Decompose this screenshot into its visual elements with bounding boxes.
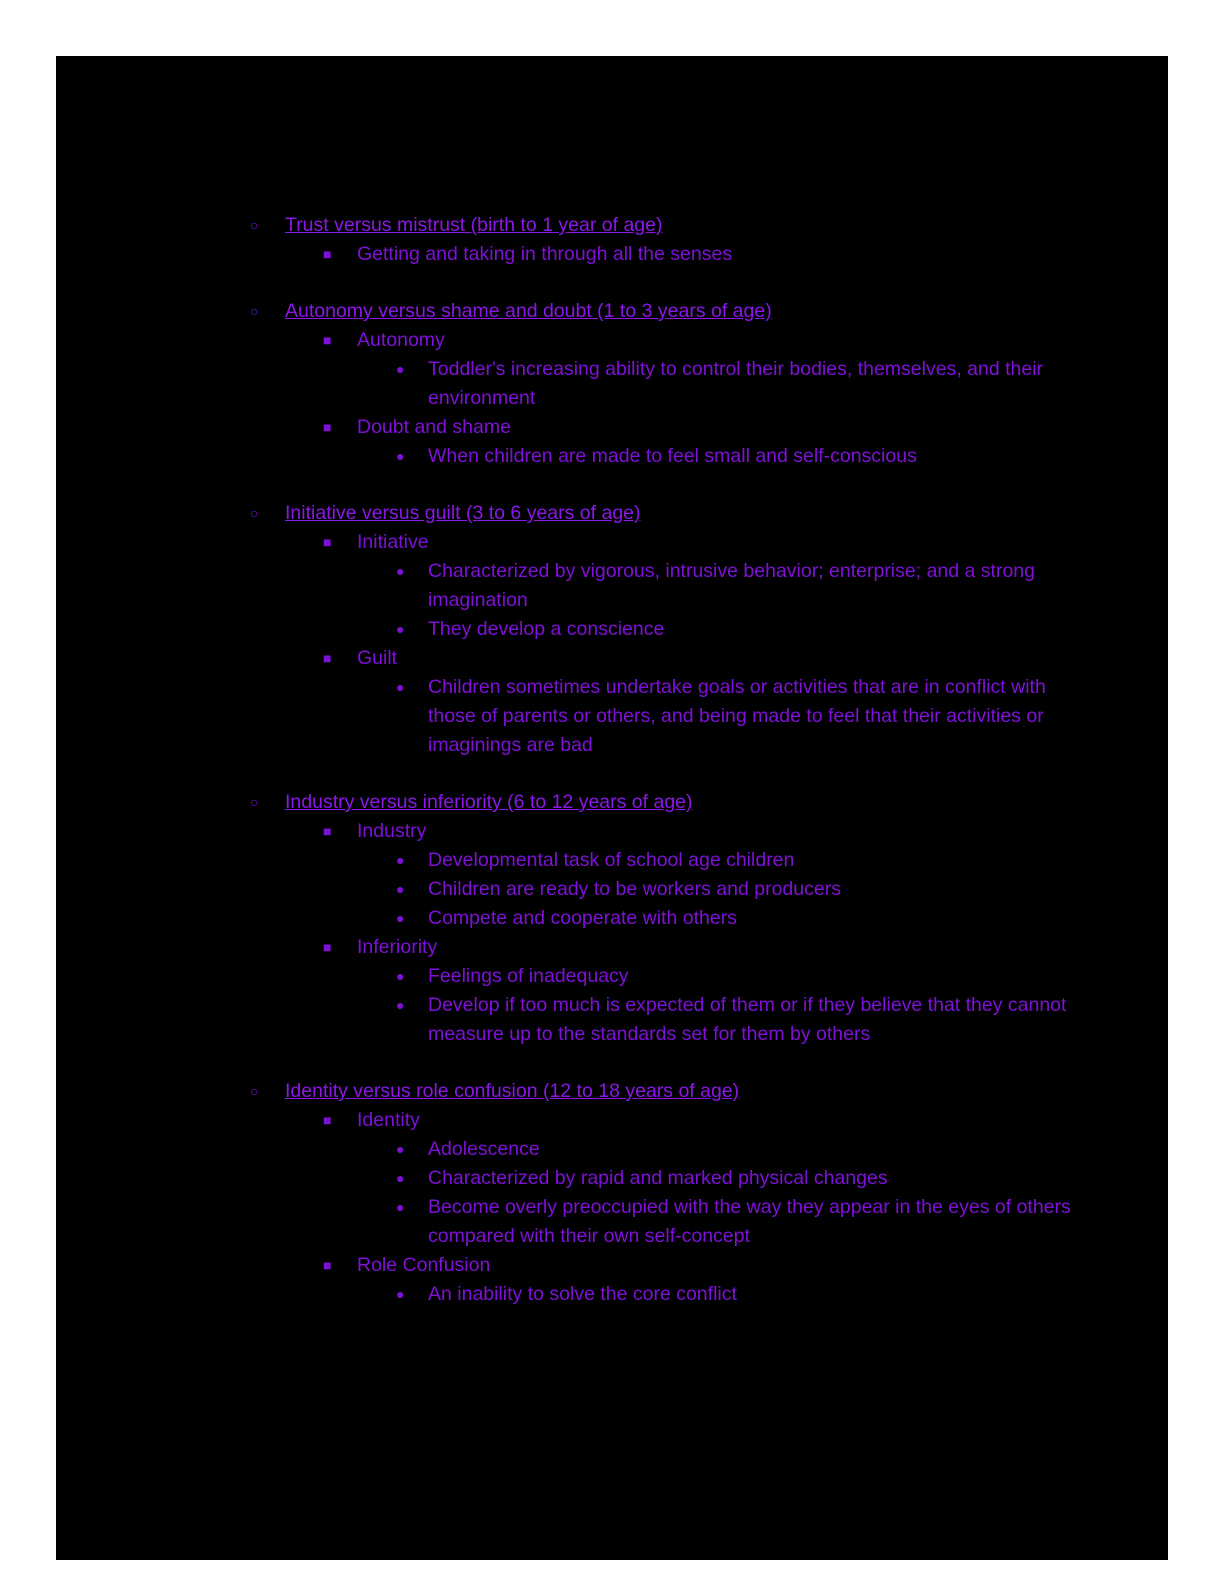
term-label: Autonomy [357, 329, 445, 351]
disc-bullet-icon: ● [396, 679, 405, 695]
disc-bullet-icon: ● [396, 1286, 405, 1302]
circle-bullet-icon: ○ [250, 505, 259, 521]
disc-bullet-icon: ● [396, 968, 405, 984]
disc-bullet-icon: ● [396, 1170, 405, 1186]
detail-row: ● Developmental task of school age child… [250, 846, 1073, 875]
section-initiative-vs-guilt: ○ Initiative versus guilt (3 to 6 years … [250, 499, 1073, 760]
detail-row: ● Develop if too much is expected of the… [250, 991, 1073, 1049]
detail-row: ● Characterized by vigorous, intrusive b… [250, 557, 1073, 615]
detail-text: Feelings of inadequacy [428, 965, 629, 987]
square-bullet-icon: ■ [323, 1257, 332, 1273]
stage-heading-link[interactable]: Autonomy versus shame and doubt (1 to 3 … [285, 300, 772, 322]
term-label: Guilt [357, 647, 398, 669]
detail-text: Compete and cooperate with others [428, 907, 737, 929]
stage-heading-link[interactable]: Initiative versus guilt (3 to 6 years of… [285, 502, 641, 524]
circle-bullet-icon: ○ [250, 794, 259, 810]
disc-bullet-icon: ● [396, 1141, 405, 1157]
detail-row: ● When children are made to feel small a… [250, 442, 1073, 471]
detail-row: ● Toddler's increasing ability to contro… [250, 355, 1073, 413]
square-bullet-icon: ■ [323, 332, 332, 348]
section-autonomy-vs-shame: ○ Autonomy versus shame and doubt (1 to … [250, 297, 1073, 471]
detail-text: Children sometimes undertake goals or ac… [428, 676, 1046, 756]
square-bullet-icon: ■ [323, 1112, 332, 1128]
detail-row: ● They develop a conscience [250, 615, 1073, 644]
circle-bullet-icon: ○ [250, 1083, 259, 1099]
detail-text: Children are ready to be workers and pro… [428, 878, 841, 900]
disc-bullet-icon: ● [396, 1199, 405, 1215]
detail-row: ● Become overly preoccupied with the way… [250, 1193, 1073, 1251]
circle-bullet-icon: ○ [250, 217, 259, 233]
detail-row: ● Compete and cooperate with others [250, 904, 1073, 933]
disc-bullet-icon: ● [396, 997, 405, 1013]
stage-heading-link[interactable]: Trust versus mistrust (birth to 1 year o… [285, 214, 663, 236]
term-label: Identity [357, 1109, 420, 1131]
square-bullet-icon: ■ [323, 939, 332, 955]
heading-row: ○ Autonomy versus shame and doubt (1 to … [250, 297, 1073, 326]
detail-row: ● Children are ready to be workers and p… [250, 875, 1073, 904]
disc-bullet-icon: ● [396, 563, 405, 579]
term-label: Inferiority [357, 936, 438, 958]
disc-bullet-icon: ● [396, 910, 405, 926]
square-bullet-icon: ■ [323, 823, 332, 839]
detail-text: When children are made to feel small and… [428, 445, 917, 467]
document-page: ○ Trust versus mistrust (birth to 1 year… [56, 56, 1168, 1560]
term-row: ■ Doubt and shame [250, 413, 1073, 442]
section-identity-vs-role-confusion: ○ Identity versus role confusion (12 to … [250, 1077, 1073, 1309]
term-row: ■ Initiative [250, 528, 1073, 557]
detail-row: ● Adolescence [250, 1135, 1073, 1164]
term-row: ■ Getting and taking in through all the … [250, 240, 1073, 269]
term-label: Getting and taking in through all the se… [357, 243, 733, 265]
square-bullet-icon: ■ [323, 534, 332, 550]
detail-text: They develop a conscience [428, 618, 665, 640]
heading-row: ○ Trust versus mistrust (birth to 1 year… [250, 211, 1073, 240]
term-label: Initiative [357, 531, 429, 553]
term-row: ■ Inferiority [250, 933, 1073, 962]
section-trust-vs-mistrust: ○ Trust versus mistrust (birth to 1 year… [250, 211, 1073, 269]
heading-row: ○ Initiative versus guilt (3 to 6 years … [250, 499, 1073, 528]
circle-bullet-icon: ○ [250, 303, 259, 319]
disc-bullet-icon: ● [396, 448, 405, 464]
detail-text: Toddler's increasing ability to control … [428, 358, 1044, 409]
term-label: Industry [357, 820, 427, 842]
detail-text: An inability to solve the core conflict [428, 1283, 737, 1305]
detail-row: ● Characterized by rapid and marked phys… [250, 1164, 1073, 1193]
square-bullet-icon: ■ [323, 650, 332, 666]
term-row: ■ Identity [250, 1106, 1073, 1135]
term-row: ■ Autonomy [250, 326, 1073, 355]
detail-row: ● An inability to solve the core conflic… [250, 1280, 1073, 1309]
heading-row: ○ Identity versus role confusion (12 to … [250, 1077, 1073, 1106]
term-label: Role Confusion [357, 1254, 491, 1276]
detail-text: Adolescence [428, 1138, 540, 1160]
heading-row: ○ Industry versus inferiority (6 to 12 y… [250, 788, 1073, 817]
detail-text: Characterized by vigorous, intrusive beh… [428, 560, 1035, 611]
disc-bullet-icon: ● [396, 361, 405, 377]
detail-text: Characterized by rapid and marked physic… [428, 1167, 888, 1189]
detail-text: Become overly preoccupied with the way t… [428, 1196, 1071, 1247]
detail-row: ● Feelings of inadequacy [250, 962, 1073, 991]
stage-heading-link[interactable]: Industry versus inferiority (6 to 12 yea… [285, 791, 693, 813]
disc-bullet-icon: ● [396, 621, 405, 637]
square-bullet-icon: ■ [323, 246, 332, 262]
term-row: ■ Industry [250, 817, 1073, 846]
section-industry-vs-inferiority: ○ Industry versus inferiority (6 to 12 y… [250, 788, 1073, 1049]
square-bullet-icon: ■ [323, 419, 332, 435]
disc-bullet-icon: ● [396, 881, 405, 897]
disc-bullet-icon: ● [396, 852, 405, 868]
detail-text: Develop if too much is expected of them … [428, 994, 1067, 1045]
stage-heading-link[interactable]: Identity versus role confusion (12 to 18… [285, 1080, 740, 1102]
term-row: ■ Role Confusion [250, 1251, 1073, 1280]
term-label: Doubt and shame [357, 416, 511, 438]
detail-row: ● Children sometimes undertake goals or … [250, 673, 1073, 760]
term-row: ■ Guilt [250, 644, 1073, 673]
detail-text: Developmental task of school age childre… [428, 849, 795, 871]
